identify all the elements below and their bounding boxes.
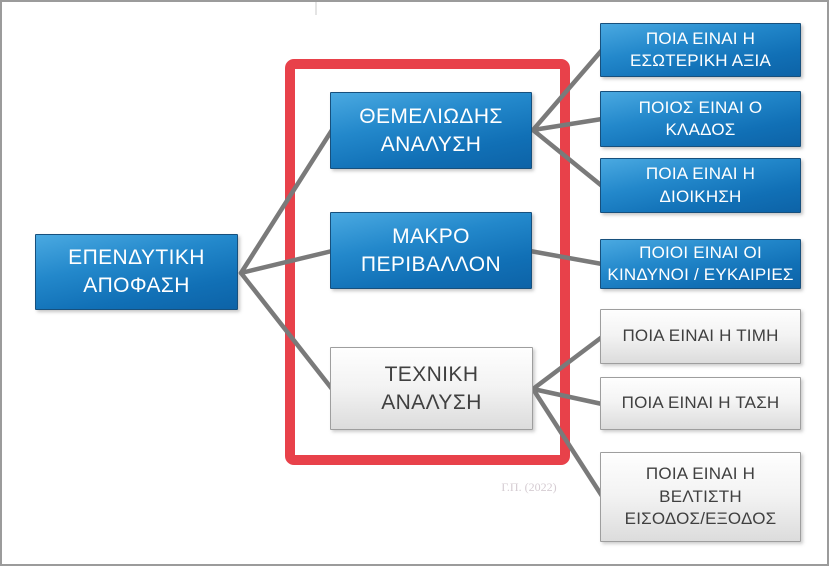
node-sector: ΠΟΙΟΣ ΕΙΝΑΙ Ο ΚΛΑΔΟΣ (600, 91, 801, 147)
connector-decision-fundamental (238, 127, 335, 276)
node-macro-environment: ΜΑΚΡΟ ΠΕΡΙΒΑΛΛΟΝ (330, 212, 532, 289)
connector-decision-macro (238, 248, 335, 276)
node-optimal-entry-exit: ΠΟΙΑ ΕΙΝΑΙ Η ΒΕΛΤΙΣΤΗ ΕΙΣΟΔΟΣ/ΕΞΟΔΟΣ (600, 452, 801, 542)
connector-fundamental-intrinsic-value (530, 47, 605, 133)
connector-fundamental-management (530, 127, 605, 189)
connector-technical-entry-exit (530, 386, 605, 499)
node-intrinsic-value: ΠΟΙΑ ΕΙΝΑΙ Η ΕΣΩΤΕΡΙΚΗ ΑΞΙΑ (600, 23, 801, 77)
connector-technical-price (530, 334, 605, 392)
node-fundamental-analysis: ΘΕΜΕΛΙΩΔΗΣ ΑΝΑΛΥΣΗ (330, 92, 532, 169)
node-technical-analysis: ΤΕΧΝΙΚΗ ΑΝΑΛΥΣΗ (330, 347, 533, 430)
slide-edge-artifact-line (315, 2, 317, 15)
node-price: ΠΟΙΑ ΕΙΝΑΙ Η ΤΙΜΗ (600, 309, 801, 364)
node-risks-opportunities: ΠΟΙΟΙ ΕΙΝΑΙ ΟΙ ΚΙΝΔΥΝΟΙ / ΕΥΚΑΙΡΙΕΣ (600, 239, 801, 289)
node-management: ΠΟΙΑ ΕΙΝΑΙ Η ΔΙΟΙΚΗΣΗ (600, 158, 801, 213)
node-investment-decision: ΕΠΕΝΔΥΤΙΚΗ ΑΠΟΦΑΣΗ (35, 234, 238, 310)
connector-fundamental-sector (530, 116, 605, 133)
connector-macro-risks (527, 248, 605, 267)
connector-decision-technical (238, 270, 335, 392)
watermark-author-year: Γ.Π. (2022) (501, 480, 557, 494)
node-trend: ΠΟΙΑ ΕΙΝΑΙ Η ΤΑΣΗ (600, 377, 801, 430)
connector-technical-trend (530, 386, 605, 407)
